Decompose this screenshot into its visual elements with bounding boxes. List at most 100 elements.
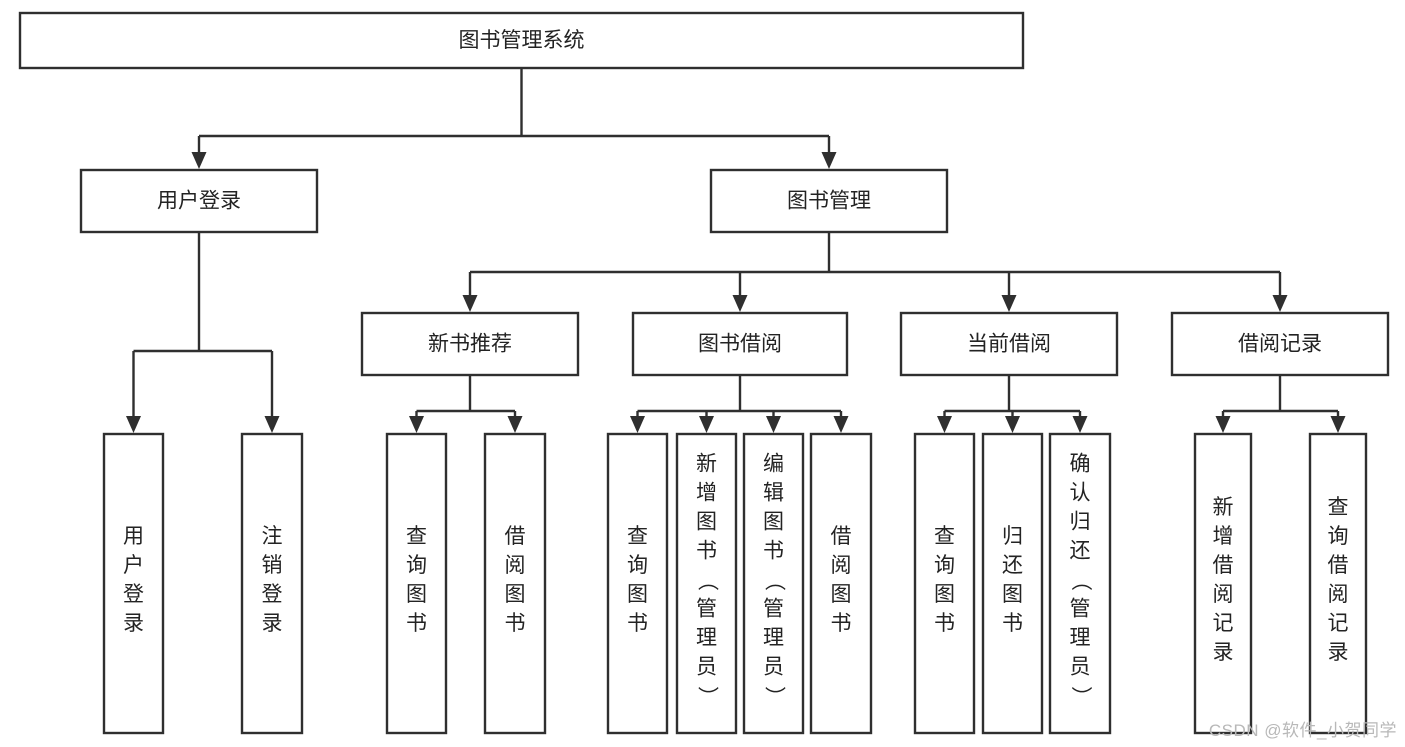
node-box-leaf-add-borrow-record — [1193, 432, 1253, 735]
node-label-leaf-borrow-book-recommend: 图 — [505, 583, 526, 606]
node-label-leaf-query-book-current: 询 — [934, 554, 955, 577]
node-label-leaf-edit-book-admin: 辑 — [763, 482, 784, 505]
node-label-leaf-query-book-current: 图 — [934, 583, 955, 606]
node-label-leaf-add-book-admin: 图 — [696, 511, 717, 534]
arrow-head-icon-leaf-add-book-admin — [699, 416, 714, 433]
node-new-book-recommend[interactable]: 新书推荐 — [360, 311, 580, 377]
node-label-leaf-logout: 注 — [262, 525, 283, 548]
arrow-head-icon-leaf-query-book-borrow — [630, 416, 645, 433]
arrow-head-icon-leaf-add-borrow-record — [1215, 416, 1231, 433]
node-label-leaf-user-login: 录 — [123, 612, 144, 635]
node-label-leaf-query-book-recommend: 图 — [406, 583, 427, 606]
node-label-leaf-borrow-book-recommend: 借 — [505, 525, 526, 548]
node-label-leaf-add-book-admin: （ — [696, 570, 719, 591]
arrow-head-icon-current-borrow — [1001, 295, 1017, 312]
node-label-leaf-add-book-admin: 新 — [696, 453, 717, 476]
node-label-leaf-query-book-current: 书 — [934, 612, 955, 635]
node-label-leaf-query-book-current: 查 — [934, 525, 955, 548]
arrow-head-icon-leaf-return-book — [1005, 416, 1020, 433]
node-label-leaf-confirm-return-admin: ） — [1069, 686, 1092, 707]
node-label-leaf-add-book-admin: ） — [696, 686, 719, 707]
arrow-head-icon-new-book-recommend — [462, 295, 478, 312]
node-leaf-user-login[interactable]: 用户登录 — [102, 432, 165, 735]
node-label-leaf-add-book-admin: 增 — [696, 482, 717, 505]
node-label-leaf-user-login: 登 — [123, 583, 144, 606]
node-label-leaf-confirm-return-admin: （ — [1069, 570, 1092, 591]
node-label-leaf-add-borrow-record: 借 — [1213, 554, 1234, 577]
node-label-leaf-confirm-return-admin: 员 — [1070, 656, 1091, 679]
node-box-leaf-edit-book-admin — [742, 432, 805, 735]
node-label-leaf-edit-book-admin: 管 — [763, 598, 784, 621]
node-label-leaf-add-borrow-record: 录 — [1213, 641, 1234, 664]
node-label-leaf-borrow-book: 图 — [831, 583, 852, 606]
node-label-leaf-add-borrow-record: 记 — [1213, 612, 1234, 635]
node-box-borrow-records — [1170, 311, 1390, 377]
node-label-leaf-logout: 登 — [262, 583, 283, 606]
node-label-leaf-edit-book-admin: 员 — [763, 656, 784, 679]
node-book-borrow[interactable]: 图书借阅 — [631, 311, 849, 377]
node-box-leaf-query-book-current — [913, 432, 976, 735]
node-label-leaf-query-book-borrow: 查 — [627, 525, 648, 548]
node-box-leaf-borrow-book — [809, 432, 873, 735]
node-box-leaf-logout — [240, 432, 304, 735]
node-label-user-login: 用户登录 — [157, 190, 241, 213]
node-label-book-management: 图书管理 — [787, 190, 871, 213]
node-label-leaf-edit-book-admin: 编 — [763, 453, 784, 476]
node-borrow-records[interactable]: 借阅记录 — [1170, 311, 1390, 377]
node-label-leaf-confirm-return-admin: 确 — [1070, 453, 1091, 476]
node-label-leaf-query-book-recommend: 查 — [406, 525, 427, 548]
node-current-borrow[interactable]: 当前借阅 — [899, 311, 1119, 377]
arrow-head-icon-book-borrow — [732, 295, 748, 312]
node-box-current-borrow — [899, 311, 1119, 377]
node-label-leaf-user-login: 户 — [123, 554, 144, 577]
node-book-management[interactable]: 图书管理 — [709, 168, 949, 234]
node-label-leaf-query-borrow-record: 询 — [1328, 525, 1349, 548]
node-label-leaf-logout: 销 — [262, 554, 283, 577]
node-label-book-borrow: 图书借阅 — [698, 333, 782, 356]
node-box-book-borrow — [631, 311, 849, 377]
csdn-watermark: CSDN @软件_小贺同学 — [1208, 721, 1397, 740]
node-label-leaf-edit-book-admin: （ — [763, 570, 786, 591]
arrow-head-icon-borrow-records — [1272, 295, 1288, 312]
node-label-leaf-confirm-return-admin: 理 — [1070, 627, 1091, 650]
arrow-head-icon-leaf-query-book-current — [937, 416, 952, 433]
node-label-leaf-logout: 录 — [262, 612, 283, 635]
node-label-borrow-records: 借阅记录 — [1238, 333, 1322, 356]
node-label-leaf-query-borrow-record: 查 — [1328, 496, 1349, 519]
node-box-leaf-add-book-admin — [675, 432, 738, 735]
node-label-leaf-edit-book-admin: 图 — [763, 511, 784, 534]
node-label-leaf-query-book-recommend: 书 — [406, 612, 427, 635]
arrow-head-icon-leaf-edit-book-admin — [766, 416, 781, 433]
node-box-leaf-user-login — [102, 432, 165, 735]
arrow-head-icon-leaf-confirm-return-admin — [1072, 416, 1088, 433]
node-label-new-book-recommend: 新书推荐 — [428, 333, 512, 356]
node-user-login[interactable]: 用户登录 — [79, 168, 319, 234]
node-box-user-login — [79, 168, 319, 234]
arrow-head-icon-leaf-borrow-book-recommend — [507, 416, 523, 433]
node-box-leaf-return-book — [981, 432, 1044, 735]
node-label-leaf-edit-book-admin: ） — [763, 686, 786, 707]
node-box-book-management — [709, 168, 949, 234]
node-label-leaf-query-book-borrow: 书 — [627, 612, 648, 635]
node-layer: 图书管理系统用户登录图书管理新书推荐图书借阅当前借阅借阅记录用户登录注销登录查询… — [18, 11, 1390, 735]
arrow-head-icon-leaf-query-borrow-record — [1330, 416, 1346, 433]
node-label-leaf-return-book: 还 — [1002, 554, 1023, 577]
node-label-leaf-add-book-admin: 书 — [696, 540, 717, 563]
node-label-leaf-query-book-recommend: 询 — [406, 554, 427, 577]
node-root[interactable]: 图书管理系统 — [18, 11, 1025, 70]
node-label-root: 图书管理系统 — [459, 29, 585, 52]
